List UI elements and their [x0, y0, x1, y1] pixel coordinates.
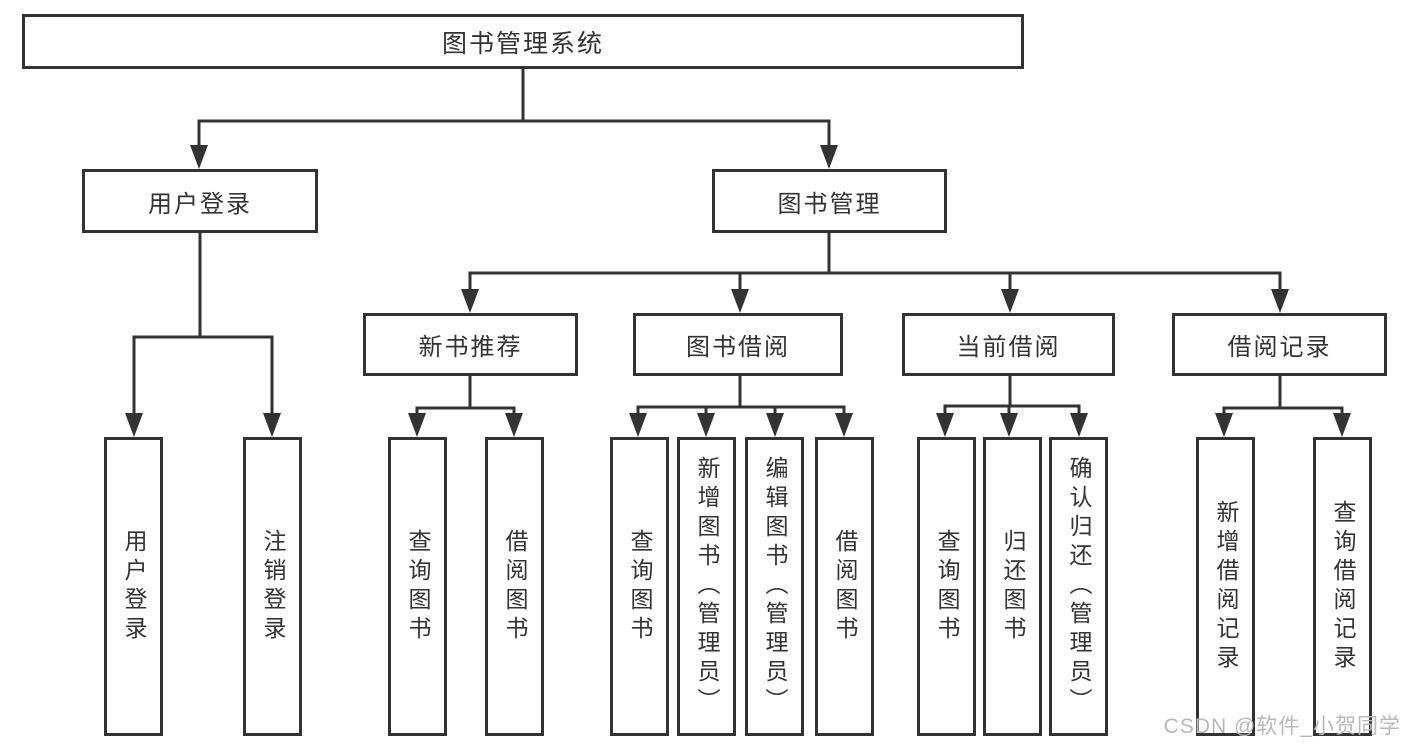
- node-current-borrow: 当前借阅: [902, 313, 1115, 376]
- node-book-management: 图书管理: [712, 169, 947, 233]
- leaf-user-login-label: 用户登录: [121, 528, 147, 645]
- leaf-query-borrow-record-label: 查询借阅记录: [1330, 499, 1356, 674]
- node-root: 图书管理系统: [22, 14, 1024, 69]
- leaf-borrow-books-recommend-label: 借阅图书: [502, 528, 528, 645]
- leaf-query-books-borrow-label: 查询图书: [627, 528, 653, 645]
- node-current-borrow-label: 当前借阅: [956, 334, 1061, 361]
- node-book-borrow: 图书借阅: [633, 313, 843, 376]
- leaf-query-books-borrow: 查询图书: [610, 437, 669, 736]
- leaf-return-book: 归还图书: [983, 437, 1042, 736]
- leaf-return-book-label: 归还图书: [1000, 528, 1026, 645]
- leaf-add-book-admin: 新增图书（管理员）: [677, 437, 736, 736]
- leaf-add-borrow-record-label: 新增借阅记录: [1213, 499, 1239, 674]
- leaf-borrow-books-borrow: 借阅图书: [815, 437, 874, 736]
- leaf-confirm-return-admin: 确认归还（管理员）: [1049, 437, 1108, 736]
- node-new-book-recommend: 新书推荐: [363, 313, 578, 376]
- node-new-book-recommend-label: 新书推荐: [418, 334, 523, 361]
- node-book-management-label: 图书管理: [777, 190, 882, 218]
- leaf-add-borrow-record: 新增借阅记录: [1196, 437, 1255, 736]
- leaf-edit-book-admin: 编辑图书（管理员）: [745, 437, 804, 736]
- leaf-logout: 注销登录: [243, 437, 302, 736]
- leaf-query-borrow-record: 查询借阅记录: [1313, 437, 1372, 736]
- node-borrow-record-label: 借阅记录: [1227, 334, 1332, 361]
- watermark-text: CSDN @软件_小贺同学: [1163, 715, 1401, 738]
- leaf-query-books-recommend: 查询图书: [388, 437, 447, 736]
- leaf-query-books-recommend-label: 查询图书: [405, 528, 431, 645]
- leaf-user-login: 用户登录: [104, 437, 163, 736]
- leaf-add-book-admin-label: 新增图书（管理员）: [694, 456, 720, 717]
- node-user-login-label: 用户登录: [148, 190, 252, 218]
- node-user-login: 用户登录: [82, 169, 318, 233]
- node-root-label: 图书管理系统: [441, 29, 604, 58]
- leaf-borrow-books-recommend: 借阅图书: [485, 437, 544, 736]
- leaf-borrow-books-borrow-label: 借阅图书: [832, 528, 858, 645]
- leaf-logout-label: 注销登录: [260, 528, 286, 645]
- leaf-edit-book-admin-label: 编辑图书（管理员）: [762, 456, 788, 717]
- leaf-confirm-return-admin-label: 确认归还（管理员）: [1066, 456, 1092, 717]
- node-borrow-record: 借阅记录: [1172, 313, 1387, 376]
- node-book-borrow-label: 图书借阅: [686, 334, 790, 361]
- leaf-query-books-current: 查询图书: [917, 437, 976, 736]
- leaf-query-books-current-label: 查询图书: [934, 528, 960, 645]
